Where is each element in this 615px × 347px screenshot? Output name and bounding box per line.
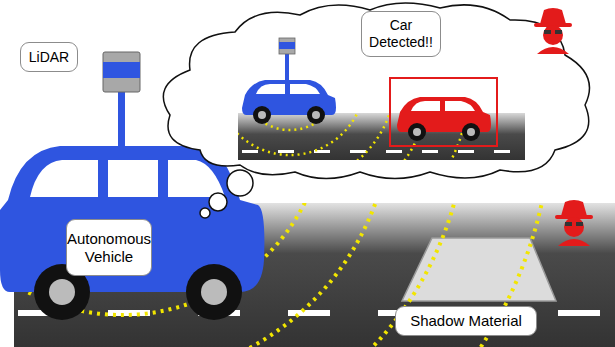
label-box: Shadow Material — [395, 306, 537, 336]
attacker-icon — [555, 200, 593, 246]
road — [14, 203, 615, 347]
node-text: Shadow Material — [410, 312, 522, 330]
shadow-material — [402, 238, 556, 301]
callout-box: Car Detected!! — [361, 11, 441, 57]
node-text: Car Detected!! — [367, 17, 435, 51]
attacker-icon — [534, 8, 572, 54]
node-text: Autonomous Vehicle — [67, 230, 151, 266]
node-text: LiDAR — [29, 49, 69, 66]
detection-scene — [110, 0, 525, 260]
label-box: Autonomous Vehicle — [66, 219, 152, 276]
lidar-beams — [14, 203, 552, 347]
label-box: LiDAR — [20, 42, 78, 72]
thought-cloud — [163, 3, 589, 218]
